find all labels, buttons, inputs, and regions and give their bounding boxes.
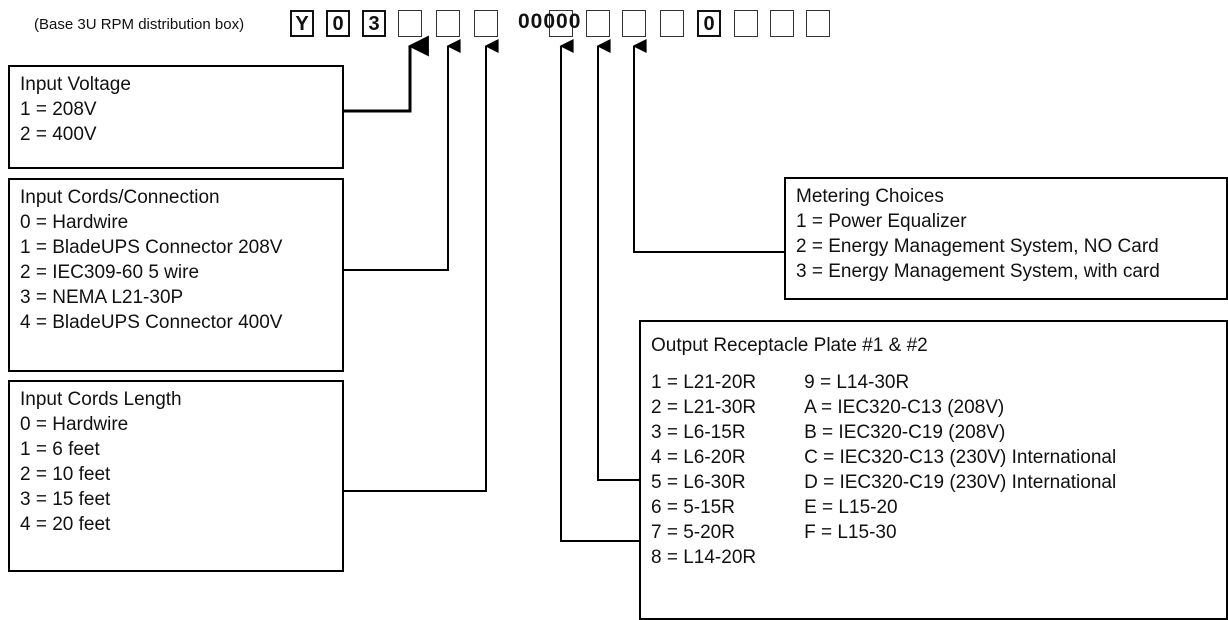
length-connector bbox=[342, 39, 499, 492]
input-length-option: 4 = 20 feet bbox=[20, 514, 111, 535]
output-option: D = IEC320-C19 (230V) International bbox=[804, 472, 1117, 493]
input-length-option: 0 = Hardwire bbox=[20, 414, 129, 435]
output-receptacle-title: Output Receptacle Plate #1 & #2 bbox=[651, 335, 928, 356]
input-cords-panel: Input Cords/Connection 0 = Hardwire 1 = … bbox=[8, 178, 344, 372]
output-option: 3 = L6-15R bbox=[651, 422, 746, 443]
code-slot-blank-2 bbox=[734, 10, 758, 37]
code-slot-cords bbox=[436, 10, 460, 37]
output-option: 4 = L6-20R bbox=[651, 447, 746, 468]
code-char-3: 3 bbox=[362, 10, 386, 37]
output-receptacle-panel: Output Receptacle Plate #1 & #2 1 = L21-… bbox=[639, 320, 1228, 620]
code-slot-blank-3 bbox=[770, 10, 794, 37]
code-slot-blank-4 bbox=[806, 10, 830, 37]
code-slot-blank-1 bbox=[660, 10, 684, 37]
code-fixed-zeros: 00000 bbox=[518, 10, 582, 33]
metering-panel: Metering Choices 1 = Power Equalizer 2 =… bbox=[784, 177, 1228, 300]
output-option: 1 = L21-20R bbox=[651, 372, 757, 393]
code-char-y: Y bbox=[290, 10, 314, 37]
input-cords-option: 0 = Hardwire bbox=[20, 212, 129, 233]
metering-option: 3 = Energy Management System, with card bbox=[796, 261, 1160, 282]
metering-option: 1 = Power Equalizer bbox=[796, 211, 967, 232]
metering-option: 2 = Energy Management System, NO Card bbox=[796, 236, 1159, 257]
output-option: 2 = L21-30R bbox=[651, 397, 757, 418]
input-length-option: 1 = 6 feet bbox=[20, 439, 100, 460]
input-voltage-panel: Input Voltage 1 = 208V 2 = 400V bbox=[8, 65, 344, 169]
input-cords-option: 1 = BladeUPS Connector 208V bbox=[20, 237, 283, 258]
input-voltage-option: 1 = 208V bbox=[20, 99, 97, 120]
output-option: 8 = L14-20R bbox=[651, 547, 757, 568]
input-cords-option: 3 = NEMA L21-30P bbox=[20, 287, 184, 308]
code-slot-metering bbox=[622, 10, 646, 37]
header-caption: (Base 3U RPM distribution box) bbox=[34, 16, 245, 33]
metering-title: Metering Choices bbox=[796, 186, 944, 207]
code-slot-voltage bbox=[398, 10, 422, 37]
output-option: E = L15-20 bbox=[804, 497, 898, 518]
input-cords-title: Input Cords/Connection bbox=[20, 187, 220, 208]
input-length-option: 2 = 10 feet bbox=[20, 464, 111, 485]
input-voltage-title: Input Voltage bbox=[20, 74, 131, 95]
code-slot-output-2 bbox=[549, 10, 573, 37]
output-option: A = IEC320-C13 (208V) bbox=[804, 397, 1005, 418]
input-voltage-option: 2 = 400V bbox=[20, 124, 97, 145]
output-option: 7 = 5-20R bbox=[651, 522, 735, 543]
output-option: F = L15-30 bbox=[804, 522, 897, 543]
cords-connector bbox=[342, 39, 461, 271]
voltage-connector bbox=[342, 35, 429, 113]
output-options-column-2: 9 = L14-30R A = IEC320-C13 (208V) B = IE… bbox=[804, 370, 1116, 570]
output-options-column-1: 1 = L21-20R 2 = L21-30R 3 = L6-15R 4 = L… bbox=[651, 370, 756, 570]
metering-connector bbox=[632, 39, 785, 253]
input-cords-option: 2 = IEC309-60 5 wire bbox=[20, 262, 200, 283]
input-length-option: 3 = 15 feet bbox=[20, 489, 111, 510]
output-connector-1 bbox=[596, 39, 640, 481]
code-slot-output-1 bbox=[586, 10, 610, 37]
output-connector-2 bbox=[559, 39, 640, 542]
output-option: 9 = L14-30R bbox=[804, 372, 910, 393]
output-option: B = IEC320-C19 (208V) bbox=[804, 422, 1006, 443]
code-char-0: 0 bbox=[326, 10, 350, 37]
code-char-0-fixed: 0 bbox=[697, 10, 721, 37]
input-length-title: Input Cords Length bbox=[20, 389, 182, 410]
output-option: 6 = 5-15R bbox=[651, 497, 735, 518]
input-length-panel: Input Cords Length 0 = Hardwire 1 = 6 fe… bbox=[8, 380, 344, 572]
output-option: 5 = L6-30R bbox=[651, 472, 746, 493]
output-option: C = IEC320-C13 (230V) International bbox=[804, 447, 1117, 468]
input-cords-option: 4 = BladeUPS Connector 400V bbox=[20, 312, 283, 333]
code-slot-length bbox=[474, 10, 498, 37]
